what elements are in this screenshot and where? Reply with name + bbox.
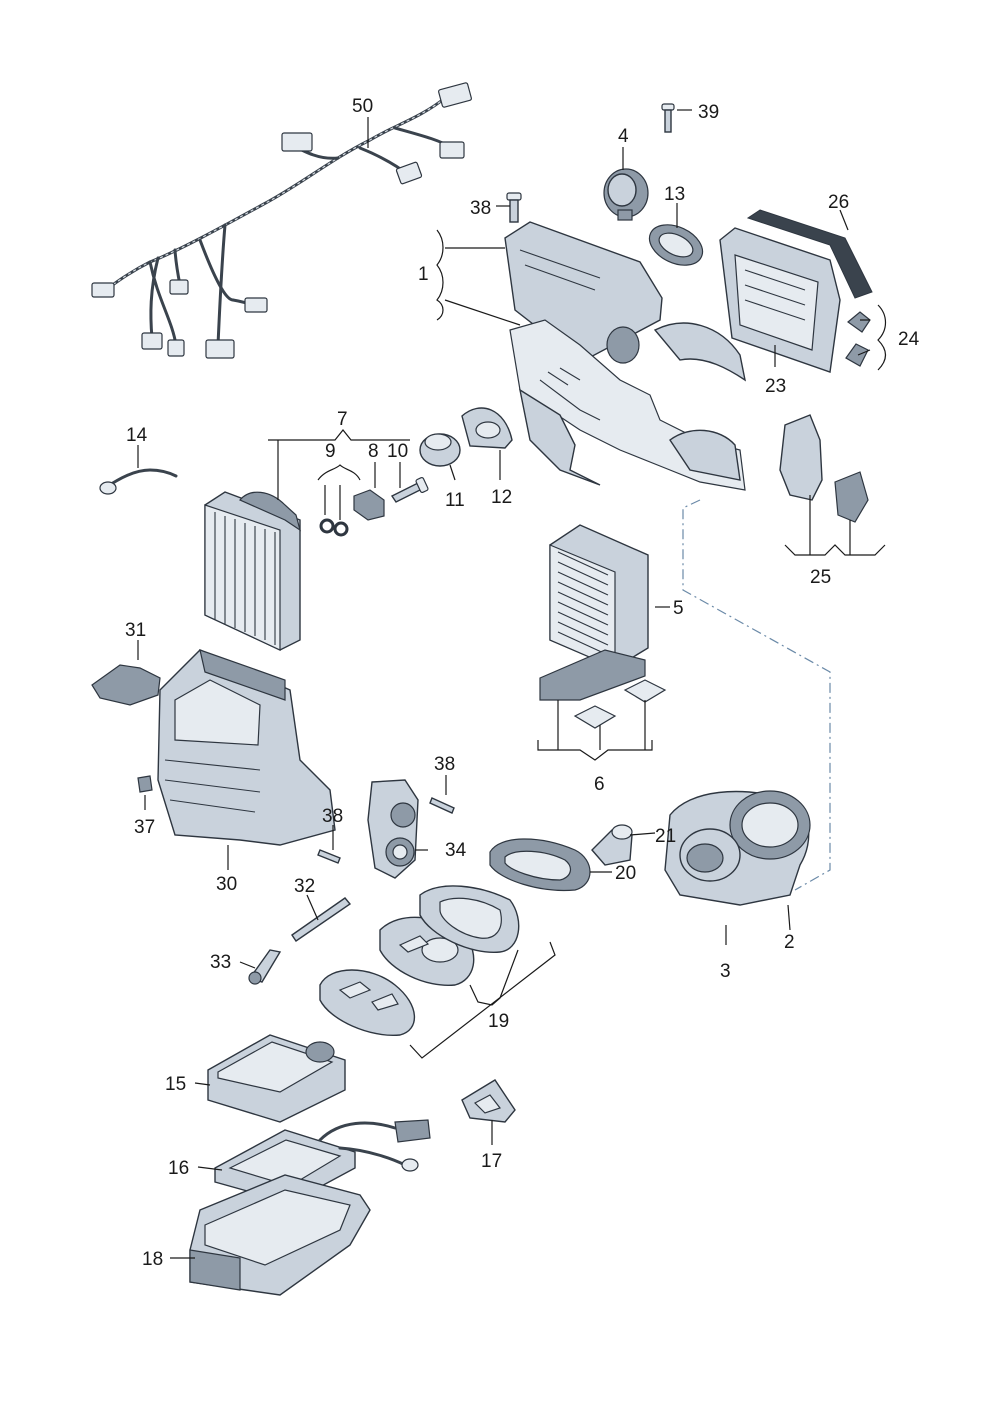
callout-8: 8 [368, 441, 379, 462]
callout-20: 20 [615, 863, 636, 884]
callout-38: 38 [470, 198, 491, 219]
callout-38: 38 [434, 754, 455, 775]
lever-assembly-icon [367, 779, 419, 879]
heater-housing-icon [157, 649, 336, 846]
callout-25: 25 [810, 567, 831, 588]
callout-2: 2 [784, 932, 795, 953]
gasket-icon [419, 885, 520, 953]
o-ring-icon [319, 518, 349, 537]
callout-16: 16 [168, 1158, 189, 1179]
callout-3: 3 [720, 961, 731, 982]
screw-icon [506, 192, 522, 223]
callout-26: 26 [828, 192, 849, 213]
callout-13: 13 [664, 184, 685, 205]
actuator-icon [779, 414, 869, 523]
cap-icon [603, 168, 649, 221]
callout-38: 38 [322, 806, 343, 827]
callout-6: 6 [594, 774, 605, 795]
callout-4: 4 [618, 126, 629, 147]
callout-12: 12 [491, 487, 512, 508]
callout-17: 17 [481, 1151, 502, 1172]
evaporator-icon [204, 491, 301, 651]
gasket-icon [319, 969, 416, 1036]
gasket-icon [648, 224, 704, 266]
callout-5: 5 [673, 598, 684, 619]
tray-icon [189, 1174, 371, 1296]
callout-31: 31 [125, 620, 146, 641]
hvac-housing-icon [504, 221, 747, 491]
heater-core-icon [207, 1034, 346, 1123]
sensor-icon [99, 468, 178, 495]
screw-icon [317, 849, 341, 864]
cable-icon [318, 1119, 431, 1172]
callout-30: 30 [216, 874, 237, 895]
callout-14: 14 [126, 425, 148, 446]
lever-icon [248, 949, 282, 985]
callout-50: 50 [352, 96, 373, 117]
duct-collar-icon [419, 433, 461, 467]
bracket-icon [461, 1079, 516, 1123]
callout-10: 10 [387, 441, 408, 462]
blower-motor-icon [664, 790, 811, 906]
callout-18: 18 [142, 1249, 163, 1270]
assembly-link-line [682, 499, 831, 891]
bracket-icon [539, 649, 667, 729]
dust-filter-icon [549, 524, 649, 669]
callout-39: 39 [698, 102, 719, 123]
duct-seal-icon [461, 407, 513, 449]
callout-21: 21 [655, 826, 676, 847]
callout-34: 34 [445, 840, 467, 861]
callout-24: 24 [898, 329, 920, 350]
hose-fitting-icon [591, 824, 633, 866]
callout-1: 1 [418, 264, 429, 285]
wiring-harness-icon [91, 82, 472, 359]
linkage-rod-icon [291, 897, 352, 942]
callout-9: 9 [325, 441, 336, 462]
air-box-icon [719, 227, 841, 373]
callout-23: 23 [765, 376, 786, 397]
callout-7: 7 [337, 409, 348, 430]
duct-connector-icon [489, 838, 591, 892]
callout-labels: 50 39 4 38 13 26 1 24 23 14 7 9 8 10 11 … [125, 96, 920, 1270]
clip-icon [137, 775, 153, 793]
mounting-bracket-icon [91, 664, 161, 706]
screw-icon [661, 103, 675, 133]
callout-33: 33 [210, 952, 231, 973]
seal-icon [746, 209, 873, 299]
valve-block-icon [353, 489, 385, 521]
leader-lines [137, 109, 887, 1259]
screw-icon [429, 797, 455, 814]
callout-11: 11 [445, 490, 465, 511]
callout-19: 19 [488, 1011, 509, 1032]
callout-15: 15 [165, 1074, 186, 1095]
callout-32: 32 [294, 876, 315, 897]
bolt-icon [390, 477, 429, 503]
callout-37: 37 [134, 817, 155, 838]
